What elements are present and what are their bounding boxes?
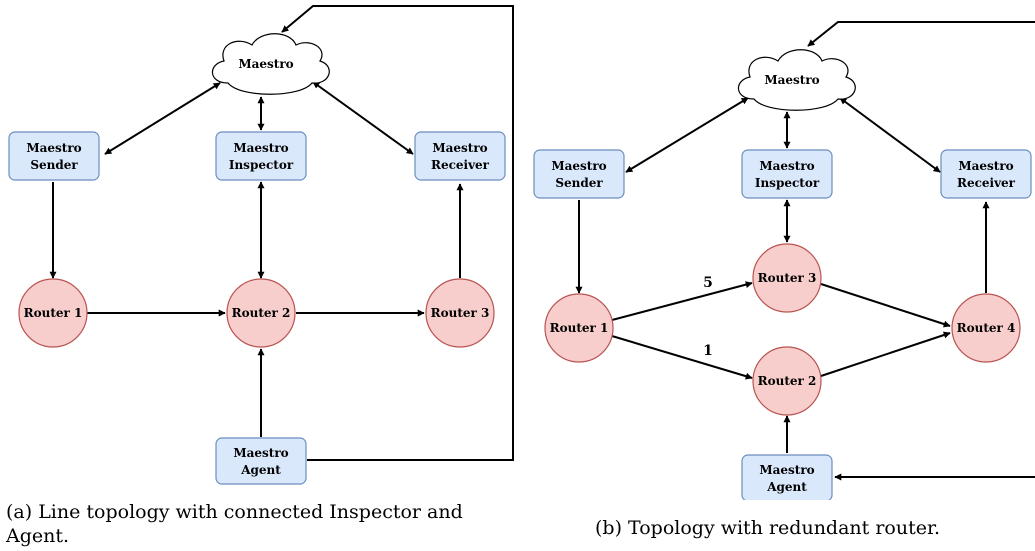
- edge-loop-maestro-b: [807, 21, 1035, 47]
- agent-line2: Agent: [240, 463, 281, 477]
- edge-sender-maestro-b: [625, 97, 749, 173]
- receiver-b-line2: Receiver: [957, 176, 1016, 190]
- panel-b-diagram: 5 1 Maestro Maestro Sender Maestro Inspe…: [533, 21, 1035, 500]
- edge-agent-maestro-loop: [281, 5, 514, 461]
- sender-b-line2: Sender: [555, 176, 603, 190]
- panel-a-diagram: Maestro Maestro Sender Maestro Inspector…: [8, 5, 514, 485]
- agent-line1: Maestro: [233, 446, 288, 460]
- edge-maestro-receiver: [312, 81, 414, 155]
- maestro-sender-a: Maestro Sender: [8, 131, 100, 181]
- edge-router3-router4-b: [820, 283, 951, 328]
- router-2-a: Router 2: [226, 278, 296, 348]
- sender-line2: Sender: [30, 158, 78, 172]
- maestro-agent-a: Maestro Agent: [215, 437, 307, 485]
- caption-a: (a) Line topology with connected Inspect…: [6, 501, 463, 547]
- weight-router2: 1: [703, 343, 713, 359]
- router2-b-label: Router 2: [758, 374, 817, 388]
- router2-label: Router 2: [232, 306, 291, 320]
- inspector-line2: Inspector: [229, 158, 294, 172]
- router-4-b: Router 4: [951, 293, 1021, 363]
- router3-b-label: Router 3: [758, 271, 817, 285]
- maestro-receiver-b: Maestro Receiver: [940, 149, 1032, 199]
- maestro-cloud-b: Maestro: [737, 49, 856, 111]
- router1-label: Router 1: [24, 306, 83, 320]
- receiver-b-line1: Maestro: [958, 159, 1013, 173]
- inspector-b-line2: Inspector: [755, 176, 820, 190]
- caption-b: (b) Topology with redundant router.: [595, 517, 941, 539]
- router-3-a: Router 3: [425, 278, 495, 348]
- inspector-line1: Maestro: [233, 141, 288, 155]
- maestro-sender-b: Maestro Sender: [533, 149, 625, 199]
- edge-router2-router4-b: [820, 331, 951, 377]
- router3-label: Router 3: [431, 306, 490, 320]
- receiver-line2: Receiver: [431, 158, 490, 172]
- sender-b-line1: Maestro: [551, 159, 606, 173]
- agent-b-line2: Agent: [766, 480, 807, 494]
- weight-router3: 5: [703, 275, 713, 291]
- edge-router1-router2-b: [611, 335, 753, 380]
- router1-b-label: Router 1: [550, 321, 609, 335]
- router-2-b: Router 2: [752, 346, 822, 416]
- inspector-b-line1: Maestro: [759, 159, 814, 173]
- maestro-label: Maestro: [238, 57, 293, 71]
- router-1-a: Router 1: [18, 278, 88, 348]
- router4-b-label: Router 4: [957, 321, 1016, 335]
- sender-line1: Maestro: [26, 141, 81, 155]
- maestro-receiver-a: Maestro Receiver: [414, 131, 506, 181]
- edge-router1-router3-b: [611, 281, 753, 321]
- topology-figure: Maestro Maestro Sender Maestro Inspector…: [8, 5, 1035, 500]
- maestro-label-b: Maestro: [764, 73, 819, 87]
- maestro-cloud-a: Maestro: [211, 33, 330, 95]
- receiver-line1: Maestro: [432, 141, 487, 155]
- maestro-inspector-b: Maestro Inspector: [741, 149, 833, 199]
- edge-sender-maestro: [104, 82, 221, 155]
- agent-b-line1: Maestro: [759, 463, 814, 477]
- router-1-b: Router 1: [544, 293, 614, 363]
- edge-maestro-receiver-b: [839, 97, 941, 173]
- maestro-agent-b: Maestro Agent: [741, 454, 833, 500]
- router-3-b: Router 3: [752, 243, 822, 313]
- maestro-inspector-a: Maestro Inspector: [215, 131, 307, 181]
